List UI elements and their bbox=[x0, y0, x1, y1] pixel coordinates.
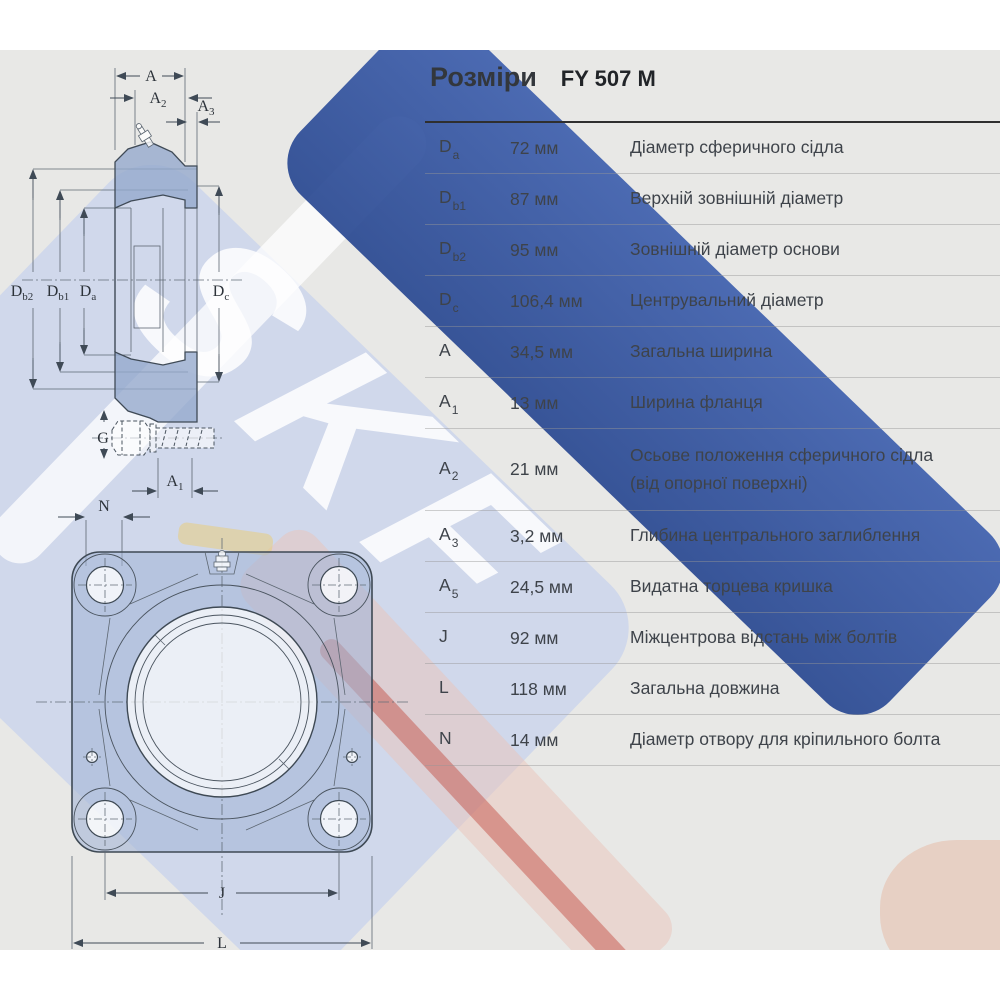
dim-symbol: Db1 bbox=[439, 187, 466, 213]
dim-description: Зовнішній діаметр основи bbox=[630, 239, 840, 260]
dim-label-A3: A3 bbox=[197, 98, 215, 118]
table-row: A3 3,2 мм Глибина центрального заглиблен… bbox=[425, 511, 1000, 562]
dim-label-Da: Da bbox=[80, 283, 97, 303]
page-title: Розміри FY 507 M bbox=[430, 62, 656, 93]
dim-value: 3,2 мм bbox=[510, 525, 564, 546]
dim-symbol: A bbox=[439, 340, 451, 361]
table-row: A2 21 мм Осьове положення сферичного сід… bbox=[425, 429, 1000, 511]
dim-description: Діаметр отвору для кріпильного болта bbox=[630, 729, 941, 750]
product-designation: FY 507 M bbox=[560, 66, 656, 91]
dim-symbol: A5 bbox=[439, 575, 459, 601]
title-dimensions: Розміри bbox=[430, 62, 537, 92]
dim-symbol: A1 bbox=[439, 391, 459, 417]
dim-description: Діаметр сферичного сідла bbox=[630, 137, 844, 158]
dim-value: 118 мм bbox=[510, 678, 567, 699]
bolt-hole-top-left bbox=[73, 553, 137, 617]
dim-label-L: L bbox=[217, 935, 227, 950]
bolt-hole-bottom-left bbox=[73, 787, 137, 851]
spec-sheet: SKF Розміри FY 507 M Da 72 мм Діаметр сф… bbox=[0, 50, 1000, 950]
side-pin-hole-left bbox=[83, 748, 101, 766]
dim-description: Центрувальний діаметр bbox=[630, 290, 824, 311]
dim-symbol: Db2 bbox=[439, 238, 466, 264]
dim-description: Видатна торцева кришка bbox=[630, 576, 833, 597]
table-row: L 118 мм Загальна довжина bbox=[425, 664, 1000, 715]
dim-symbol: A3 bbox=[439, 524, 459, 550]
dim-description: Загальна довжина bbox=[630, 678, 780, 699]
bolt-hole-top-right bbox=[307, 553, 371, 617]
dim-label-N: N bbox=[98, 498, 110, 515]
dim-value: 13 мм bbox=[510, 392, 559, 413]
table-row: Db1 87 мм Верхній зовнішній діаметр bbox=[425, 174, 1000, 225]
dim-label-Db2: Db2 bbox=[11, 283, 34, 303]
grease-nipple-icon bbox=[204, 550, 240, 575]
dim-value: 24,5 мм bbox=[510, 576, 573, 597]
dim-value: 72 мм bbox=[510, 137, 559, 158]
dim-description: Ширина фланця bbox=[630, 392, 763, 413]
dim-symbol: Dc bbox=[439, 289, 459, 315]
table-row: Dc 106,4 мм Центрувальний діаметр bbox=[425, 276, 1000, 327]
table-row: N 14 мм Діаметр отвору для кріпильного б… bbox=[425, 715, 1000, 766]
mounting-stud bbox=[111, 420, 215, 456]
side-pin-hole-right bbox=[343, 748, 361, 766]
dim-description: Загальна ширина bbox=[630, 341, 773, 362]
dim-label-Dc: Dc bbox=[213, 283, 230, 303]
central-bore bbox=[104, 584, 340, 820]
dim-label-A2: A2 bbox=[149, 90, 166, 110]
dim-description: Глибина центрального заглиблення bbox=[630, 525, 921, 546]
table-row: A 34,5 мм Загальна ширина bbox=[425, 327, 1000, 378]
dim-symbol: A2 bbox=[439, 457, 459, 484]
dim-value: 34,5 мм bbox=[510, 341, 573, 362]
housing-bottom-section bbox=[114, 351, 198, 423]
dimensions-table: Da 72 мм Діаметр сферичного сідла Db1 87… bbox=[425, 121, 1000, 766]
dim-label-J: J bbox=[219, 885, 225, 902]
table-row: A5 24,5 мм Видатна торцева кришка bbox=[425, 562, 1000, 613]
dim-symbol: Da bbox=[439, 136, 460, 162]
dim-symbol: N bbox=[439, 728, 452, 749]
dim-description: Осьове положення сферичного сідла(від оп… bbox=[630, 445, 934, 493]
technical-drawing: Db2 Db1 Da Dc A A2 A3 bbox=[11, 68, 408, 950]
dim-value: 92 мм bbox=[510, 627, 559, 648]
bolt-hole-bottom-right bbox=[307, 787, 371, 851]
dim-value: 95 мм bbox=[510, 239, 559, 260]
watermark-blob bbox=[880, 840, 1000, 950]
dim-value: 21 мм bbox=[510, 459, 559, 479]
dim-label-Db1: Db1 bbox=[47, 283, 70, 303]
table-row: J 92 мм Міжцентрова відстань між болтів bbox=[425, 613, 1000, 664]
dim-symbol: L bbox=[439, 677, 449, 698]
dim-value: 87 мм bbox=[510, 188, 559, 209]
side-view-drawing: Db2 Db1 Da Dc A A2 A3 bbox=[11, 68, 242, 498]
dim-value: 106,4 мм bbox=[510, 290, 583, 311]
table-row: Db2 95 мм Зовнішній діаметр основи bbox=[425, 225, 1000, 276]
dim-symbol: J bbox=[439, 626, 448, 647]
dim-value: 14 мм bbox=[510, 729, 559, 750]
dim-label-A1: A1 bbox=[166, 473, 183, 493]
front-view-drawing: N bbox=[36, 498, 408, 950]
table-row: Da 72 мм Діаметр сферичного сідла bbox=[425, 123, 1000, 174]
dim-label-A: A bbox=[145, 68, 157, 85]
dim-description: Верхній зовнішній діаметр bbox=[630, 188, 844, 209]
grease-fitting-icon bbox=[135, 123, 155, 148]
dim-description: Міжцентрова відстань між болтів bbox=[630, 627, 898, 648]
table-row: A1 13 мм Ширина фланця bbox=[425, 378, 1000, 429]
housing-top-section bbox=[114, 141, 198, 209]
dim-label-G: G bbox=[97, 430, 109, 447]
